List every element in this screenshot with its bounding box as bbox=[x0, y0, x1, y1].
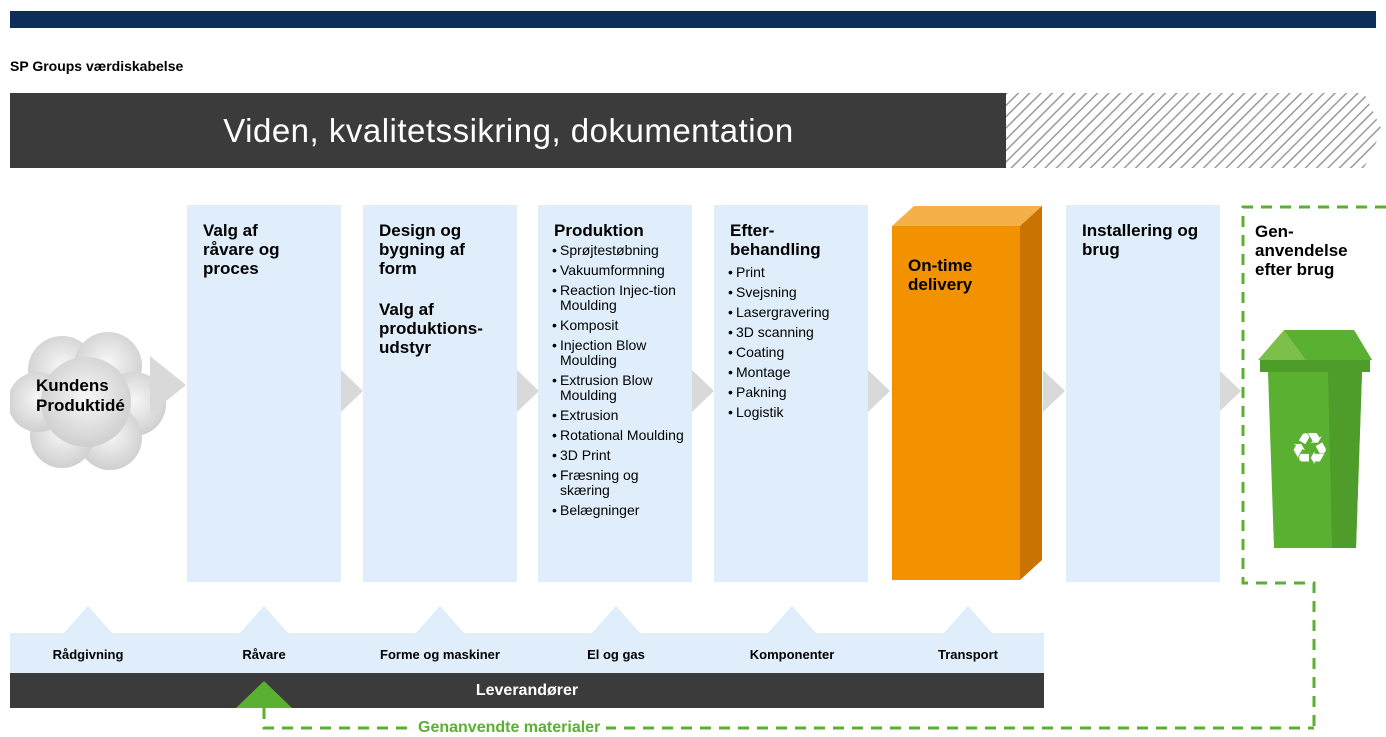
list-item: Rotational Moulding bbox=[552, 428, 686, 444]
flow-arrow bbox=[868, 370, 890, 412]
step-design: Design og bygning af form Valg af produk… bbox=[363, 205, 517, 582]
step-title: Efter-behandling bbox=[730, 221, 821, 259]
supplier-label: Transport bbox=[938, 647, 998, 662]
list-item: Sprøjtestøbning bbox=[552, 243, 686, 259]
step-production: Produktion Sprøjtestøbning Vakuumformnin… bbox=[538, 205, 692, 582]
post-processing-list: Print Svejsning Lasergravering 3D scanni… bbox=[728, 265, 862, 425]
list-item: Print bbox=[728, 265, 862, 281]
list-item: Reaction Injec-tion Moulding bbox=[552, 283, 686, 313]
step-installation: Installering og brug bbox=[1066, 205, 1220, 582]
step-post-processing: Efter-behandling Print Svejsning Lasergr… bbox=[714, 205, 868, 582]
trash-bin-icon bbox=[1258, 330, 1372, 548]
supplier-pointers bbox=[64, 606, 992, 633]
start-label: Kundens Produktidé bbox=[36, 376, 125, 415]
suppliers-strip bbox=[10, 633, 1044, 673]
recycle-loop-line bbox=[236, 681, 1314, 730]
flow-arrow bbox=[150, 356, 186, 414]
list-item: Fræsning og skæring bbox=[552, 468, 686, 498]
list-item: Pakning bbox=[728, 385, 862, 401]
list-item: Belægninger bbox=[552, 503, 686, 519]
list-item: Montage bbox=[728, 365, 862, 381]
step-raw-material: Valg af råvare og proces bbox=[187, 205, 341, 582]
banner-hatched-arrow bbox=[1006, 93, 1382, 168]
recycle-icon: ♻ bbox=[1290, 424, 1330, 475]
step-title-secondary: Valg af produktions-udstyr bbox=[379, 300, 483, 357]
cloud-icon bbox=[10, 332, 166, 470]
recycle-title: Gen-anvendelse efter brug bbox=[1255, 222, 1348, 279]
flow-arrow bbox=[517, 370, 539, 412]
list-item: Lasergravering bbox=[728, 305, 862, 321]
list-item: Logistik bbox=[728, 405, 862, 421]
supplier-label: El og gas bbox=[587, 647, 645, 662]
page-subtitle: SP Groups værdiskabelse bbox=[10, 58, 184, 74]
step-title: Valg af råvare og proces bbox=[203, 221, 280, 278]
list-item: Extrusion bbox=[552, 408, 686, 424]
supplier-label: Forme og maskiner bbox=[380, 647, 500, 662]
suppliers-bar: Leverandører bbox=[10, 673, 1044, 708]
supplier-label: Rådgivning bbox=[52, 647, 124, 662]
flow-arrow bbox=[341, 370, 363, 412]
step-title: Installering og brug bbox=[1082, 221, 1199, 259]
production-list: Sprøjtestøbning Vakuumformning Reaction … bbox=[552, 243, 686, 523]
list-item: Extrusion Blow Moulding bbox=[552, 373, 686, 403]
top-bar bbox=[10, 11, 1376, 28]
flow-arrow bbox=[692, 370, 714, 412]
list-item: 3D scanning bbox=[728, 325, 862, 341]
flow-arrow bbox=[1219, 370, 1241, 412]
step-title: Design og bygning af form bbox=[379, 221, 465, 278]
step-title: Produktion bbox=[554, 221, 644, 240]
delivery-title: On-time delivery bbox=[908, 256, 973, 294]
list-item: Komposit bbox=[552, 318, 686, 334]
recycle-dashed-border bbox=[1241, 205, 1386, 730]
supplier-label: Råvare bbox=[242, 647, 286, 662]
delivery-box bbox=[892, 206, 1042, 580]
flow-arrow bbox=[1043, 370, 1065, 412]
list-item: Injection Blow Moulding bbox=[552, 338, 686, 368]
recycled-materials-label: Genanvendte materialer bbox=[412, 719, 607, 737]
supplier-label: Komponenter bbox=[749, 647, 835, 662]
knowledge-banner: Viden, kvalitetssikring, dokumentation bbox=[10, 93, 1007, 168]
list-item: Svejsning bbox=[728, 285, 862, 301]
list-item: 3D Print bbox=[552, 448, 686, 464]
list-item: Coating bbox=[728, 345, 862, 361]
list-item: Vakuumformning bbox=[552, 263, 686, 279]
